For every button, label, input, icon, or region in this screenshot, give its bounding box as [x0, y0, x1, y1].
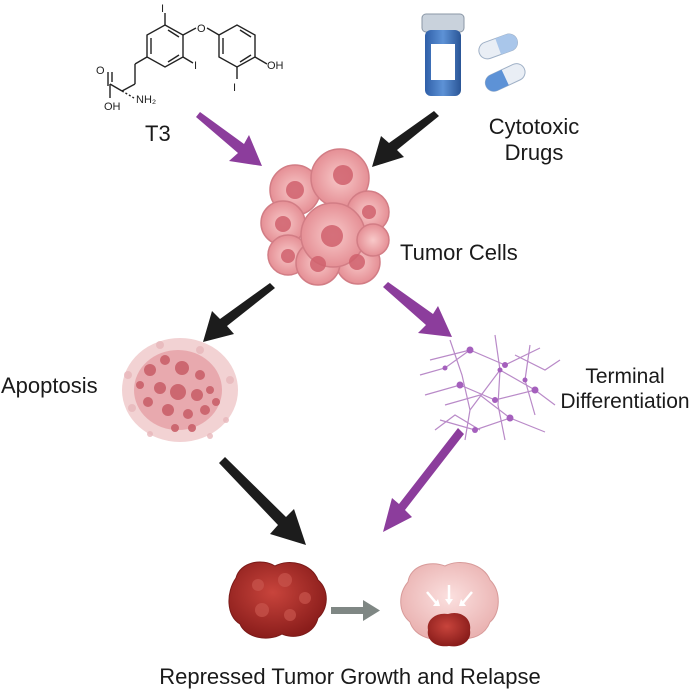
regressing-tumor-icon: [400, 562, 499, 647]
tumor-mass-icon: [228, 561, 327, 639]
differentiated-cell-bodies: [442, 346, 539, 433]
carbonyl-oxygen: O: [96, 65, 105, 77]
apoptosis-fragments: [122, 338, 238, 442]
t3-molecule: [107, 13, 268, 99]
tumor-cell-nuclei: [275, 165, 376, 272]
cytotoxic-drugs-label: Cytotoxic Drugs: [474, 114, 594, 166]
iodine-ring-lower: I: [233, 82, 236, 94]
arrow-drugs-to-tumor: [372, 111, 439, 167]
t3-molecule-atoms: I I O OH I O OH NH₂: [96, 3, 284, 113]
cytotoxic-label-line2: Drugs: [504, 140, 564, 165]
cytotoxic-label-line1: Cytotoxic: [488, 114, 580, 139]
arrow-tumor-to-apoptosis: [203, 283, 275, 342]
acid-hydroxyl: OH: [104, 101, 121, 113]
terminal-differentiation-label: Terminal Differentiation: [552, 364, 698, 414]
amine-group: NH₂: [136, 94, 156, 106]
arrow-tumor-to-differentiation: [383, 282, 452, 337]
terminal-label-line2: Differentiation: [560, 390, 690, 413]
hydroxyl-group: OH: [267, 60, 284, 72]
differentiated-cells-network: [419, 334, 561, 441]
arrow-mass-to-regression: [331, 600, 380, 621]
apoptosis-label: Apoptosis: [1, 373, 98, 398]
tumor-cells-label: Tumor Cells: [400, 240, 518, 265]
t3-label: T3: [145, 121, 171, 146]
arrow-t3-to-tumor: [196, 112, 262, 166]
capsule-pill-icon: [478, 33, 526, 92]
drug-bottle-icon: [421, 13, 465, 96]
iodine-ring-right: I: [194, 60, 197, 72]
arrow-differentiation-to-outcome: [383, 428, 464, 532]
terminal-label-line1: Terminal: [585, 365, 665, 388]
outcome-label: Repressed Tumor Growth and Relapse: [159, 664, 541, 689]
iodine-top: I: [161, 3, 164, 15]
ether-oxygen: O: [197, 23, 206, 35]
arrow-apoptosis-to-outcome: [219, 457, 306, 545]
